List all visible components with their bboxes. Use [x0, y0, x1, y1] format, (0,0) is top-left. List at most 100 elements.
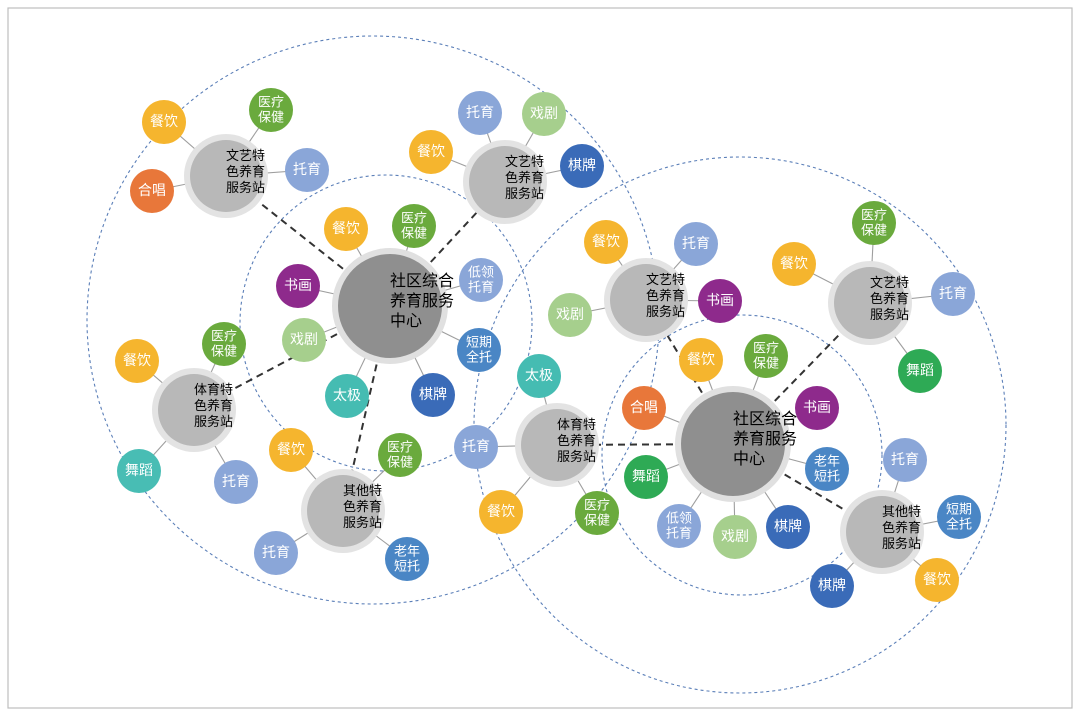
service-label-line: 托育 [293, 162, 321, 178]
service-label-line: 保健 [753, 356, 779, 371]
service-node: 托育 [674, 222, 718, 266]
service-circle [411, 373, 455, 417]
service-label-line: 医疗 [753, 341, 779, 356]
service-label-line: 托育 [222, 474, 250, 490]
service-label: 棋牌 [568, 157, 596, 174]
service-label-line: 托育 [891, 452, 919, 468]
service-label: 托育 [891, 452, 919, 468]
service-label: 餐饮 [592, 234, 620, 250]
service-label-line: 太极 [525, 368, 553, 384]
service-circle [883, 438, 927, 482]
service-node: 舞蹈 [898, 349, 942, 393]
service-circle [385, 537, 429, 581]
service-node: 书画 [698, 279, 742, 323]
community-hub-2: 社区综合养育服务中心 [675, 386, 797, 502]
service-circle [457, 328, 501, 372]
service-label: 短期全托 [466, 335, 492, 365]
service-label-line: 餐饮 [277, 442, 305, 458]
service-label-line: 餐饮 [150, 114, 178, 130]
station-title: 文艺特色养育服务站 [505, 155, 544, 202]
service-label-line: 餐饮 [687, 352, 715, 368]
station-title: 其他特色养育服务站 [343, 484, 382, 531]
service-label: 托育 [462, 439, 490, 455]
service-node: 托育 [254, 531, 298, 575]
service-label-line: 医疗 [861, 208, 887, 223]
service-label: 书画 [803, 400, 831, 416]
service-label-line: 托育 [939, 286, 967, 302]
service-circle [915, 558, 959, 602]
service-label-line: 保健 [387, 455, 413, 470]
service-node: 餐饮 [679, 338, 723, 382]
service-label: 托育 [682, 236, 710, 252]
service-node: 医疗保健 [575, 491, 619, 535]
service-circle [713, 515, 757, 559]
service-circle [548, 293, 592, 337]
service-label-line: 舞蹈 [906, 363, 934, 379]
station-title-line: 服务站 [505, 186, 544, 202]
service-circle [458, 91, 502, 135]
service-circle [269, 428, 313, 472]
service-node: 餐饮 [584, 220, 628, 264]
service-label-line: 短托 [814, 469, 840, 484]
service-node: 托育 [931, 272, 975, 316]
station-title-line: 体育特 [557, 417, 596, 433]
service-label-line: 餐饮 [780, 256, 808, 272]
service-label: 餐饮 [687, 352, 715, 368]
service-label: 棋牌 [818, 577, 846, 594]
service-label: 托育 [293, 162, 321, 178]
service-label: 医疗保健 [584, 498, 610, 528]
service-node: 棋牌 [560, 144, 604, 188]
service-node: 医疗保健 [378, 433, 422, 477]
service-node: 托育 [454, 425, 498, 469]
service-label-line: 短期 [946, 502, 972, 517]
service-label-line: 太极 [333, 388, 361, 404]
service-node: 餐饮 [409, 130, 453, 174]
station-title-line: 色养育 [557, 433, 596, 449]
service-node: 餐饮 [479, 490, 523, 534]
service-circle [276, 264, 320, 308]
service-label-line: 医疗 [211, 329, 237, 344]
service-circle [795, 386, 839, 430]
service-label-line: 老年 [394, 544, 420, 559]
service-circle [517, 354, 561, 398]
station-circle [610, 264, 682, 336]
station-title-line: 服务站 [343, 515, 382, 531]
station-circle [846, 496, 918, 568]
service-label-line: 保健 [401, 226, 427, 241]
service-node: 托育 [285, 148, 329, 192]
service-node: 合唱 [622, 386, 666, 430]
service-circle [937, 495, 981, 539]
service-label-line: 棋牌 [818, 577, 846, 594]
service-node: 棋牌 [411, 373, 455, 417]
service-circle [575, 491, 619, 535]
station-title-line: 色养育 [882, 520, 921, 536]
service-label: 书画 [706, 293, 734, 309]
service-node: 戏剧 [522, 92, 566, 136]
service-circle [560, 144, 604, 188]
service-node: 餐饮 [269, 428, 313, 472]
service-circle [522, 92, 566, 136]
service-label: 老年短托 [814, 454, 840, 484]
service-label-line: 医疗 [584, 498, 610, 513]
station-circle [521, 409, 593, 481]
service-label-line: 医疗 [387, 440, 413, 455]
service-circle [459, 258, 503, 302]
service-label-line: 戏剧 [530, 106, 558, 122]
service-label-line: 全托 [466, 349, 492, 365]
service-label-line: 舞蹈 [632, 469, 660, 485]
service-station-4: 其他特色养育服务站 [301, 469, 385, 553]
station-title: 体育特色养育服务站 [557, 417, 596, 465]
service-label-line: 短期 [466, 335, 492, 350]
service-circle [624, 455, 668, 499]
service-label: 低领托育 [468, 265, 494, 295]
service-circle [698, 279, 742, 323]
station-title-line: 服务站 [870, 307, 909, 323]
service-label-line: 舞蹈 [125, 463, 153, 479]
service-label: 餐饮 [277, 442, 305, 458]
service-label-line: 低领 [666, 511, 692, 526]
service-label: 舞蹈 [632, 469, 660, 485]
service-circle [409, 130, 453, 174]
service-circle [744, 334, 788, 378]
service-label: 太极 [525, 368, 553, 384]
service-label-line: 保健 [258, 110, 284, 125]
